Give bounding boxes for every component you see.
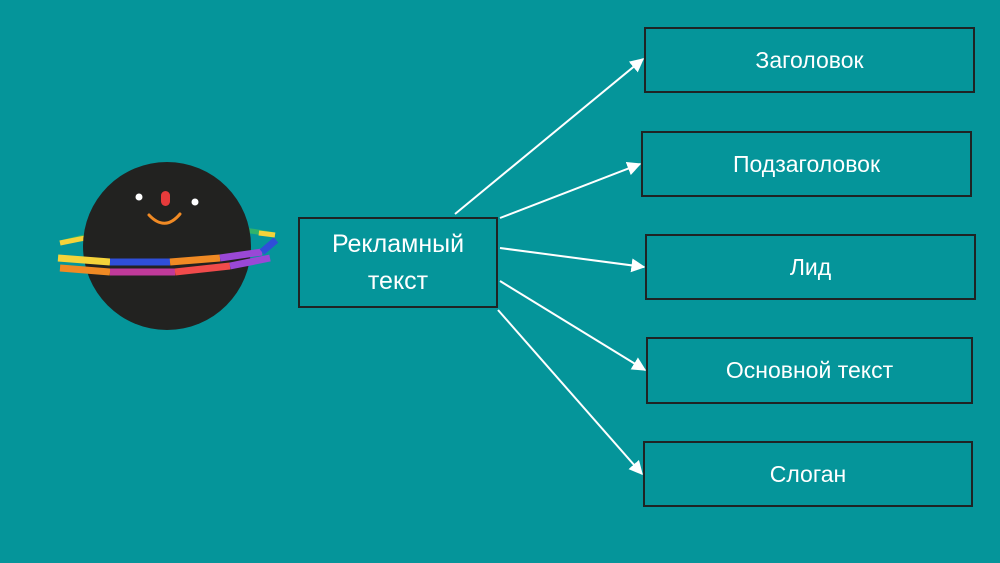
arrow-to-podzagolovok <box>499 162 642 219</box>
target-node-label: Основной текст <box>725 357 894 383</box>
planet-nose <box>161 191 170 206</box>
target-node-label: Заголовок <box>755 46 864 73</box>
arrow-to-lid <box>499 247 646 273</box>
connector-arrows <box>454 58 647 476</box>
smiling-planet-icon <box>57 162 279 330</box>
arrow-to-osnovnoy-tekst <box>499 280 647 371</box>
target-node-label: Слоган <box>769 460 847 487</box>
arrow-to-zagolovok <box>454 58 645 215</box>
target-node-headline: Заголовок <box>644 27 975 93</box>
planet-eye-right <box>191 198 199 206</box>
arrow-to-slogan <box>497 309 643 476</box>
planet-smile <box>147 212 182 225</box>
target-node-subheadline: Подзаголовок <box>641 131 972 197</box>
central-node-line2: текст <box>367 266 429 295</box>
target-node-slogan: Слоган <box>643 441 973 507</box>
target-node-body-text: Основной текст <box>646 337 973 404</box>
central-node-line1: Рекламный <box>331 230 465 259</box>
planet-ring-front <box>57 237 279 276</box>
target-node-label: Лид <box>789 253 832 280</box>
planet-eye-left <box>135 193 143 201</box>
target-node-lead: Лид <box>645 234 976 300</box>
target-node-label: Подзаголовок <box>732 150 881 177</box>
central-node-advertising-text: Рекламный текст <box>298 217 498 308</box>
planet-body <box>83 162 251 330</box>
